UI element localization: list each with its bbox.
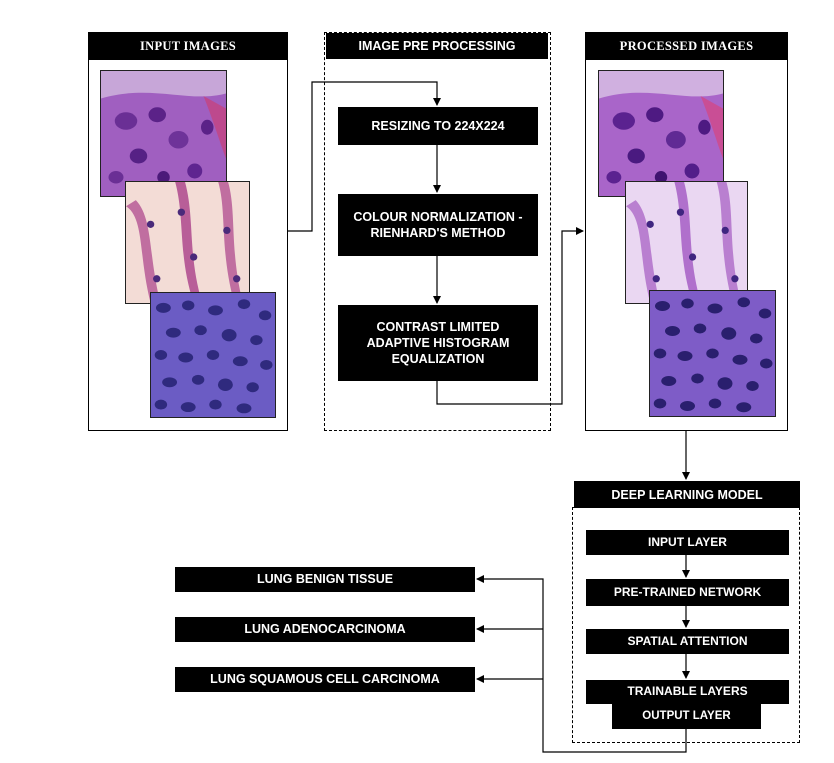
tissue-image-dense bbox=[650, 291, 775, 416]
tissue-image-pink bbox=[126, 182, 249, 303]
input-images-title: INPUT IMAGES bbox=[88, 32, 288, 60]
layer-spatial-attention: SPATIAL ATTENTION bbox=[586, 629, 789, 654]
input-image-adenocarcinoma bbox=[125, 181, 250, 304]
step-clahe: CONTRAST LIMITED ADAPTIVE HISTOGRAM EQUA… bbox=[338, 305, 538, 381]
tissue-image-purple bbox=[599, 71, 723, 196]
processed-image-squamous bbox=[649, 290, 776, 417]
tissue-image-purple bbox=[101, 71, 226, 196]
preprocessing-title: IMAGE PRE PROCESSING bbox=[326, 33, 548, 59]
step-colour-normalization: COLOUR NORMALIZATION - RIENHARD'S METHOD bbox=[338, 194, 538, 256]
output-lung-squamous: LUNG SQUAMOUS CELL CARCINOMA bbox=[175, 667, 475, 692]
step-resizing: RESIZING TO 224X224 bbox=[338, 107, 538, 145]
processed-images-title: PROCESSED IMAGES bbox=[585, 32, 788, 60]
layer-output: OUTPUT LAYER bbox=[612, 703, 761, 729]
processed-image-benign bbox=[598, 70, 724, 197]
model-title: DEEP LEARNING MODEL bbox=[574, 481, 800, 508]
tissue-image-lavender bbox=[626, 182, 747, 303]
tissue-image-dense bbox=[151, 293, 275, 417]
layer-trainable: TRAINABLE LAYERS bbox=[586, 680, 789, 704]
input-image-squamous bbox=[150, 292, 276, 418]
layer-pretrained: PRE-TRAINED NETWORK bbox=[586, 579, 789, 606]
input-image-benign bbox=[100, 70, 227, 197]
layer-input: INPUT LAYER bbox=[586, 530, 789, 555]
output-lung-adenocarcinoma: LUNG ADENOCARCINOMA bbox=[175, 617, 475, 642]
processed-image-adenocarcinoma bbox=[625, 181, 748, 304]
output-lung-benign: LUNG BENIGN TISSUE bbox=[175, 567, 475, 592]
